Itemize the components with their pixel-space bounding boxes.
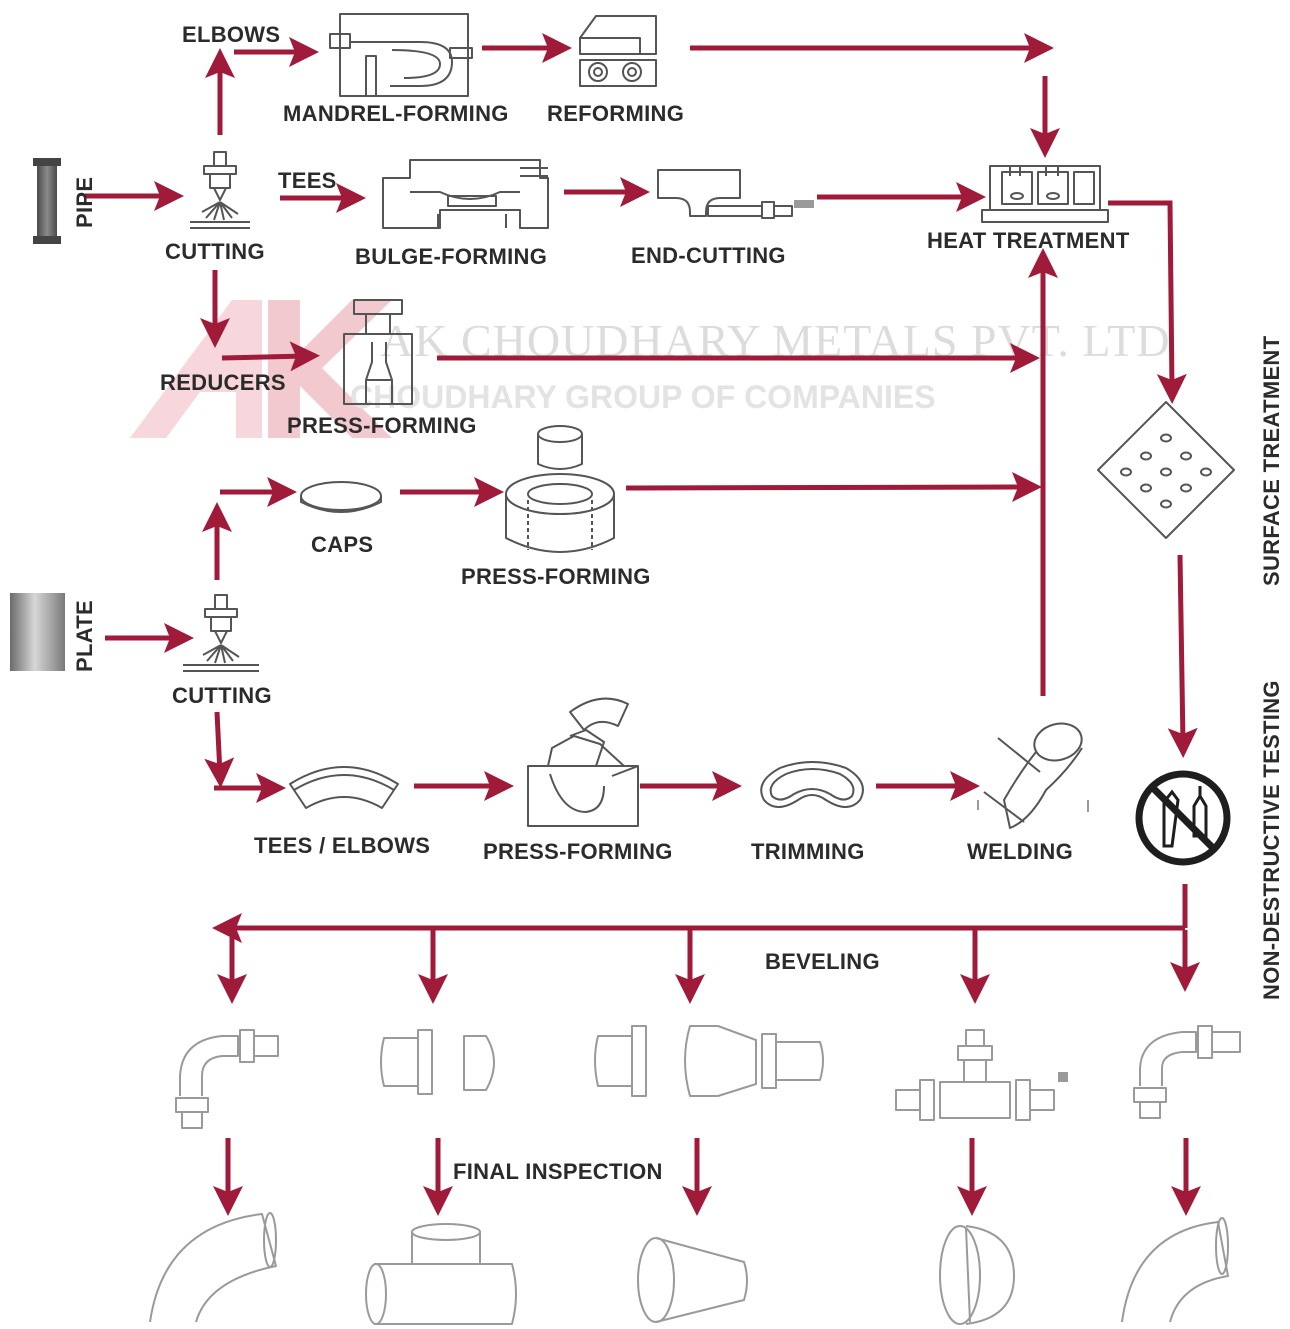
- ndt-label: NON-DESTRUCTIVE TESTING: [1259, 680, 1284, 1000]
- arrow-plate-cutting-down: [204, 711, 235, 788]
- trimming-label: TRIMMING: [751, 839, 865, 864]
- beveled-tee-icon: [895, 1029, 1068, 1121]
- heat-treatment-label: HEAT TREATMENT: [927, 228, 1130, 253]
- tees-label: TEES: [278, 168, 337, 193]
- beveled-elbow-icon: [175, 1029, 279, 1129]
- press-forming-icon: [343, 299, 413, 405]
- reforming-die-icon: [579, 15, 657, 87]
- pipe-icon: [33, 158, 61, 244]
- plate-label: PLATE: [72, 600, 97, 672]
- arrow-surface-to-ndt: [1167, 554, 1198, 758]
- arrow-reducers-to-press: [221, 341, 320, 372]
- cutting-torch-icon: [190, 151, 250, 229]
- pipe-label: PIPE: [72, 177, 97, 228]
- heat-treatment-furnace-icon: [981, 165, 1109, 223]
- cutting-torch-icon: [183, 594, 259, 672]
- finished-elbow-icon: [149, 1212, 277, 1323]
- finished-tee-icon: [365, 1223, 517, 1325]
- segment-blank-icon: [289, 766, 399, 809]
- elbows-label: ELBOWS: [182, 22, 280, 47]
- mandrel-forming-label: MANDREL-FORMING: [283, 101, 509, 126]
- press-forming-plate-label: PRESS-FORMING: [483, 839, 673, 864]
- arrow-heat-to-surface: [1108, 200, 1187, 404]
- beveled-elbow-icon: [1133, 1025, 1241, 1119]
- caps-label: CAPS: [311, 532, 373, 557]
- reducers-label: REDUCERS: [160, 370, 286, 395]
- surface-treatment-icon: [1097, 401, 1235, 539]
- welding-label: WELDING: [967, 839, 1073, 864]
- trimming-ring-icon: [760, 761, 864, 808]
- welding-elbow-icon: [977, 722, 1089, 829]
- cutting-pipe-label: CUTTING: [165, 239, 265, 264]
- end-cutting-icon: [657, 169, 814, 219]
- cap-disc-icon: [300, 481, 382, 513]
- finished-elbow-icon: [1121, 1217, 1229, 1323]
- finished-cap-icon: [939, 1225, 1015, 1325]
- bulge-forming-label: BULGE-FORMING: [355, 244, 547, 269]
- press-forming-icon: [527, 697, 639, 827]
- arrow-caps-press-to-heat: [625, 472, 1042, 503]
- watermark-group: CHOUDHARY GROUP OF COMPANIES: [350, 379, 936, 415]
- plate-icon: [10, 593, 65, 671]
- bulge-forming-icon: [382, 159, 549, 229]
- mandrel-forming-icon: [329, 13, 473, 97]
- surface-treatment-label: SURFACE TREATMENT: [1259, 335, 1284, 586]
- beveled-cap-icon: [380, 1029, 495, 1095]
- final-inspection-label: FINAL INSPECTION: [453, 1159, 663, 1184]
- tees-elbows-label: TEES / ELBOWS: [254, 833, 430, 858]
- press-forming-caps-label: PRESS-FORMING: [461, 564, 651, 589]
- beveled-reducer-icon: [594, 1025, 824, 1097]
- end-cutting-label: END-CUTTING: [631, 243, 786, 268]
- finished-reducer-icon: [637, 1237, 748, 1323]
- press-forming-icon: [505, 425, 615, 553]
- beveling-label: BEVELING: [765, 949, 880, 974]
- flow-arrows: [85, 33, 1201, 1216]
- cutting-plate-label: CUTTING: [172, 683, 272, 708]
- reforming-label: REFORMING: [547, 101, 684, 126]
- non-destructive-testing-icon: [1135, 770, 1231, 866]
- press-forming-reducers-label: PRESS-FORMING: [287, 413, 477, 438]
